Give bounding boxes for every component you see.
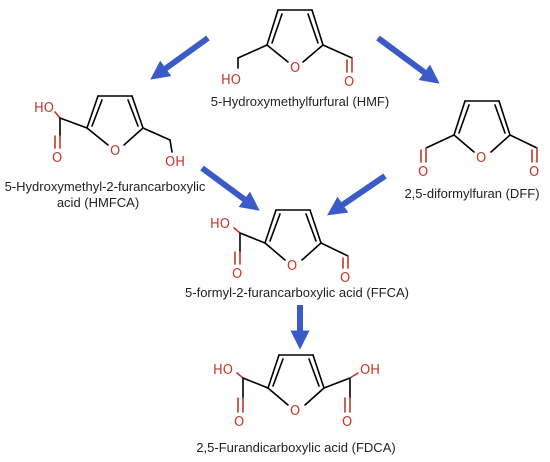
hmfca-acid-carbonyl-oxygen: O [52, 151, 62, 166]
fdca-acid-hydroxyl-right: OH [360, 363, 380, 378]
ffca-ring-oxygen: O [287, 259, 297, 274]
ffca-acid-carbonyl-oxygen: O [232, 267, 242, 282]
molecule-hmfca: O HO O OH [34, 95, 185, 170]
molecule-dff: O O O [418, 100, 539, 180]
dff-ring-oxygen: O [476, 151, 486, 166]
arrow-hmf-to-hmfca [150, 35, 210, 80]
hmf-aldehyde-oxygen: O [344, 75, 354, 90]
fdca-carbonyl-oxygen-right: O [342, 415, 352, 430]
hmfca-acid-hydroxyl: HO [34, 101, 54, 116]
arrow-hmfca-to-ffca [200, 165, 260, 211]
molecule-fdca: O HO OH O O [213, 354, 380, 430]
fdca-name: 2,5-Furandicarboxylic acid (FDCA) [196, 440, 395, 455]
dff-aldehyde-oxygen-left: O [418, 165, 428, 180]
fdca-ring-oxygen: O [290, 404, 300, 419]
ffca-name: 5-formyl-2-furancarboxylic acid (FFCA) [185, 285, 409, 300]
arrow-dff-to-ffca [327, 173, 387, 216]
fdca-acid-hydroxyl-left: HO [213, 363, 233, 378]
hmfca-name-line1: 5-Hydroxymethyl-2-furancarboxylic [5, 179, 206, 194]
ffca-aldehyde-oxygen: O [340, 271, 350, 286]
hmf-ring-oxygen: O [290, 61, 300, 76]
fdca-carbonyl-oxygen-left: O [234, 415, 244, 430]
hmf-name: 5-Hydroxymethylfurfural (HMF) [211, 94, 389, 109]
ffca-acid-hydroxyl: HO [210, 217, 230, 232]
hmfca-ring-oxygen: O [110, 144, 120, 159]
arrow-hmf-to-dff [376, 35, 440, 84]
dff-aldehyde-oxygen-right: O [529, 165, 539, 180]
hmfca-name-line2: acid (HMFCA) [57, 195, 139, 210]
molecule-hmf: O HO O [221, 9, 354, 90]
hmfca-hydroxyl: OH [165, 155, 185, 170]
dff-name: 2,5-diformylfuran (DFF) [404, 186, 539, 201]
hmf-hydroxyl: HO [221, 73, 241, 88]
molecule-ffca: O HO O O [210, 209, 350, 286]
